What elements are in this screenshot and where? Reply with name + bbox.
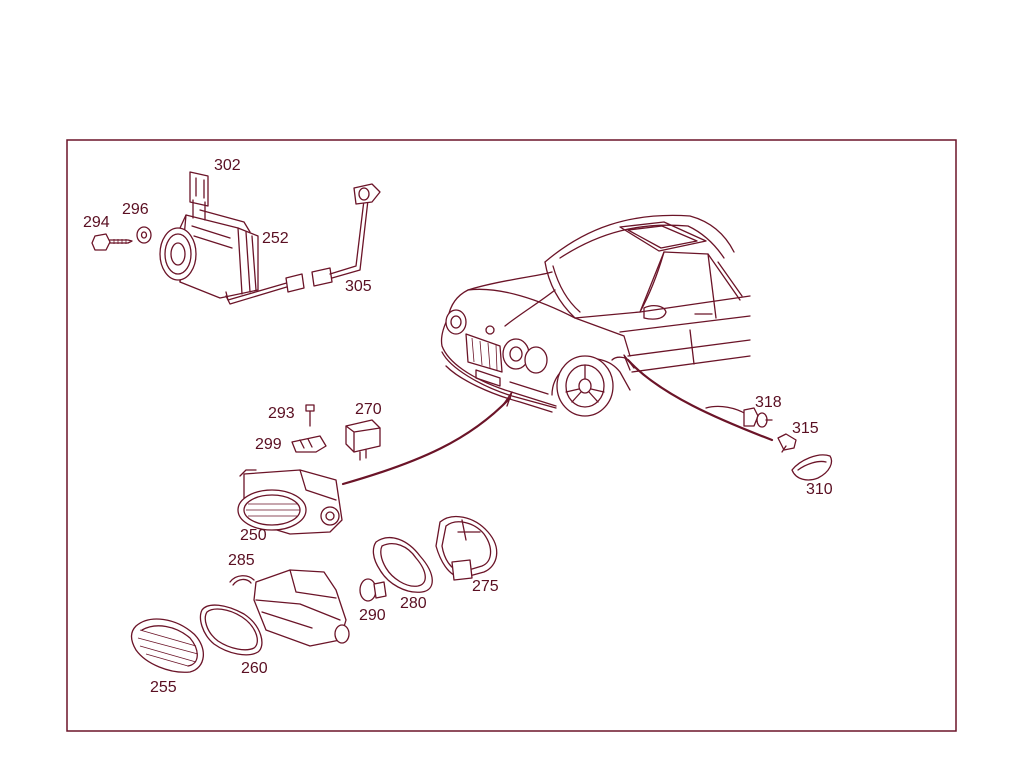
part-label-293: 293 [268,405,295,422]
part-252-headlamp-module [159,209,259,299]
part-label-290: 290 [359,607,386,624]
part-label-305: 305 [345,278,372,295]
part-label-250: 250 [240,527,267,544]
car-illustration [440,214,751,417]
part-255-lens [130,618,204,673]
part-260-gasket [199,604,263,656]
part-310-side-indicator-lens [791,454,833,481]
part-label-285: 285 [228,552,255,569]
part-label-252: 252 [262,230,289,247]
part-302-bracket [189,171,209,221]
part-270-relay [345,419,381,461]
part-label-299: 299 [255,436,282,453]
part-305-cable [225,183,381,305]
part-290-bulb [359,578,387,602]
part-255-lens-housing [253,569,350,647]
part-275-lamp-frame [435,515,498,581]
part-label-310: 310 [806,481,833,498]
part-296-washer [136,226,152,244]
part-299-clip [291,435,327,453]
part-315-bulb [777,433,797,453]
part-318-bulb-socket [705,405,773,428]
leader-lines [341,354,774,486]
part-label-260: 260 [241,660,268,677]
part-294-screw [91,233,133,251]
part-280-gasket [372,537,433,593]
part-label-270: 270 [355,401,382,418]
part-label-318: 318 [755,394,782,411]
part-label-315: 315 [792,420,819,437]
part-label-296: 296 [122,201,149,218]
part-label-302: 302 [214,157,241,174]
part-label-275: 275 [472,578,499,595]
part-250-fog-lamp [237,469,343,535]
part-label-294: 294 [83,214,110,231]
part-285-clip [229,575,255,586]
part-293-screw [305,404,315,427]
diagram-border [66,139,957,732]
part-label-280: 280 [400,595,427,612]
part-labels: 302 294 296 252 305 293 270 299 318 315 … [83,157,833,696]
part-label-255: 255 [150,679,177,696]
